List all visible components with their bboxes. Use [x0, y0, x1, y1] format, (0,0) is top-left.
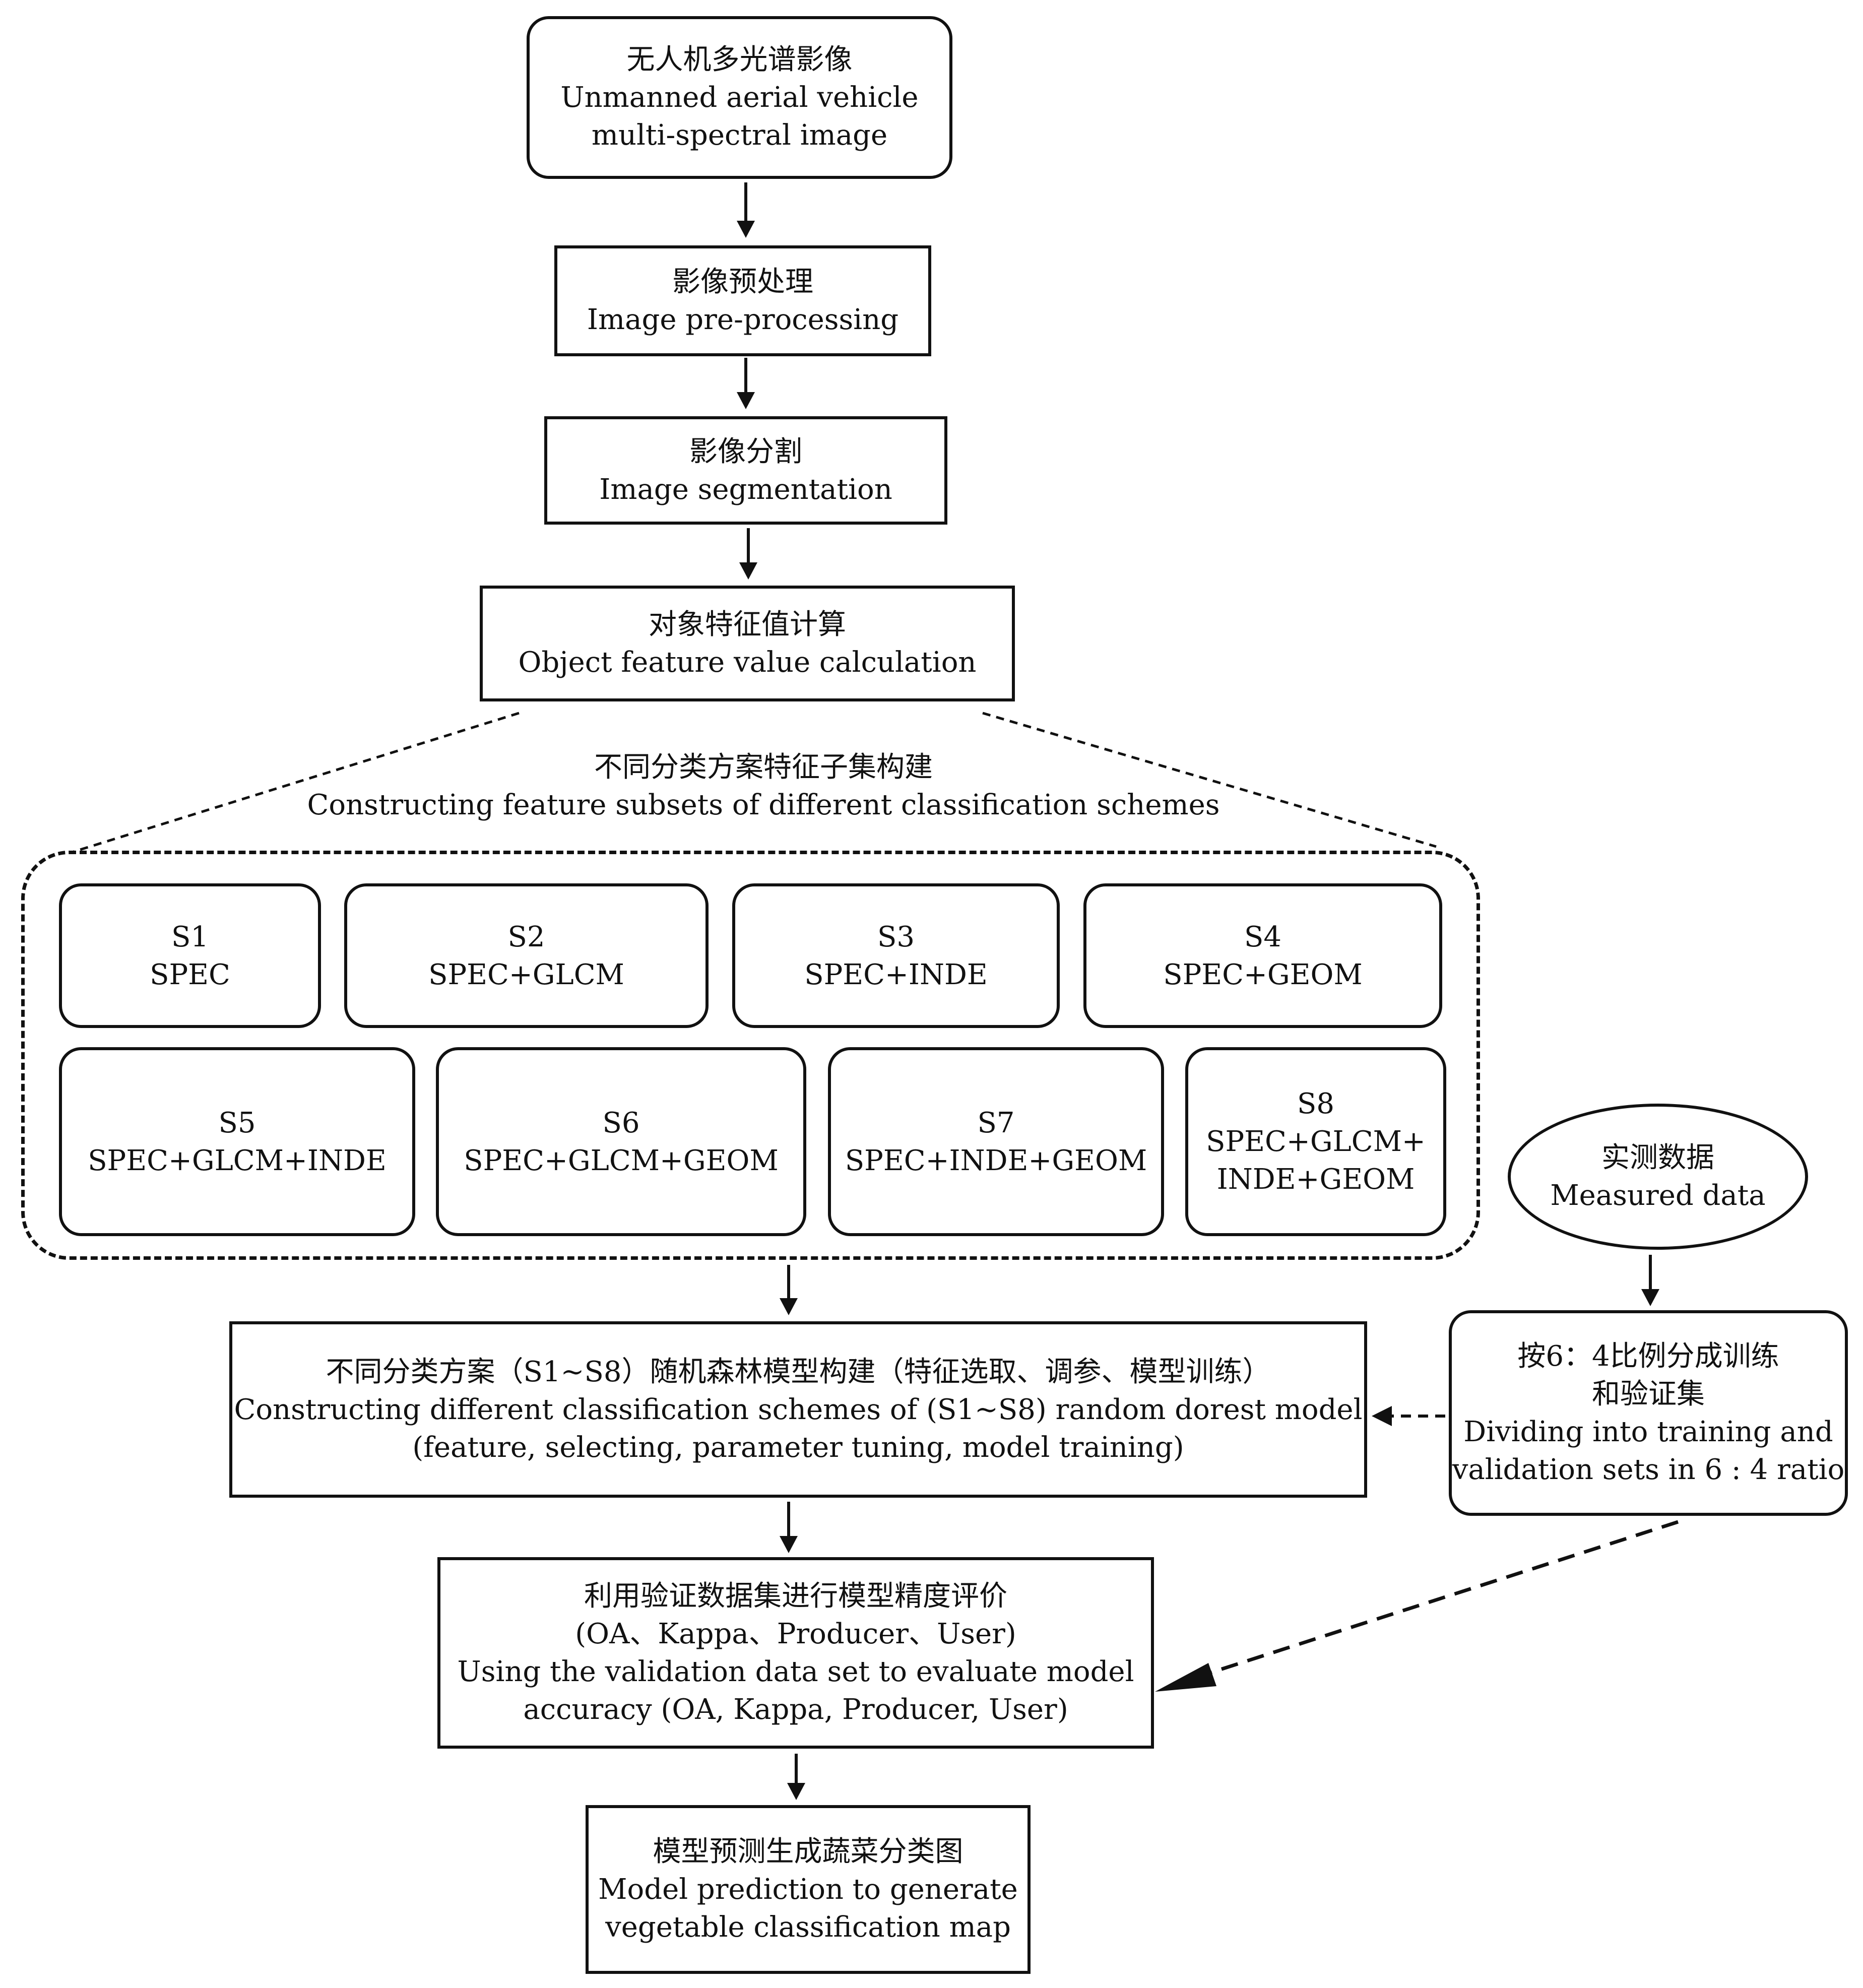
arrow-split-to-model — [1372, 1406, 1445, 1426]
arrow-schemes-to-model — [780, 1265, 798, 1315]
scheme-s7: S7 SPEC+INDE+GEOM — [828, 1047, 1164, 1236]
scheme-s7-id: S7 — [977, 1106, 1015, 1139]
scheme-s4-features: SPEC+GEOM — [1163, 958, 1363, 991]
expansion-line-left — [70, 712, 520, 854]
prediction-box: 模型预测生成蔬菜分类图 Model prediction to generate… — [586, 1805, 1031, 1974]
scheme-s1-features: SPEC — [150, 958, 230, 991]
segmentation-box: 影像分割 Image segmentation — [544, 416, 947, 525]
scheme-s1: S1 SPEC — [59, 883, 321, 1028]
arrow-measured-to-split — [1641, 1255, 1659, 1306]
scheme-s2: S2 SPEC+GLCM — [344, 883, 709, 1028]
evaluation-zh: 利用验证数据集进行模型精度评价 — [584, 1580, 1007, 1613]
scheme-s1-id: S1 — [171, 920, 209, 953]
scheme-s3-features: SPEC+INDE — [804, 958, 988, 991]
model-build-box: 不同分类方案（S1~S8）随机森林模型构建（特征选取、调参、模型训练） Cons… — [229, 1321, 1367, 1498]
scheme-s8-features-line2: INDE+GEOM — [1216, 1163, 1415, 1196]
scheme-s6-id: S6 — [602, 1106, 640, 1139]
prediction-zh: 模型预测生成蔬菜分类图 — [653, 1835, 963, 1868]
uav-image-en-line2: multi-spectral image — [591, 119, 888, 152]
arrow-uav-to-preprocessing — [737, 182, 755, 238]
split-zh-line2: 和验证集 — [1592, 1378, 1705, 1410]
scheme-s2-id: S2 — [507, 920, 545, 953]
split-en-line1: Dividing into training and — [1463, 1416, 1833, 1448]
scheme-s6-features: SPEC+GLCM+GEOM — [464, 1144, 779, 1177]
subset-heading-zh: 不同分类方案特征子集构建 — [594, 751, 933, 784]
prediction-en-line1: Model prediction to generate — [598, 1873, 1018, 1906]
scheme-s8-features-line1: SPEC+GLCM+ — [1206, 1125, 1426, 1158]
feature-calc-box: 对象特征值计算 Object feature value calculation — [480, 586, 1015, 701]
segmentation-en: Image segmentation — [599, 473, 892, 506]
feature-calc-en: Object feature value calculation — [518, 646, 977, 679]
model-build-en-line1: Constructing different classification sc… — [234, 1393, 1363, 1426]
scheme-s2-features: SPEC+GLCM — [428, 958, 624, 991]
split-box: 按6：4比例分成训练 和验证集 Dividing into training a… — [1449, 1310, 1848, 1516]
scheme-s5-features: SPEC+GLCM+INDE — [88, 1144, 387, 1177]
subset-heading: 不同分类方案特征子集构建 Constructing feature subset… — [252, 748, 1275, 824]
scheme-s4: S4 SPEC+GEOM — [1083, 883, 1442, 1028]
scheme-s8: S8 SPEC+GLCM+ INDE+GEOM — [1185, 1047, 1446, 1236]
model-build-en-line2: (feature, selecting, parameter tuning, m… — [412, 1431, 1184, 1464]
uav-image-box: 无人机多光谱影像 Unmanned aerial vehicle multi-s… — [527, 16, 952, 179]
scheme-s7-features: SPEC+INDE+GEOM — [845, 1144, 1147, 1177]
feature-calc-zh: 对象特征值计算 — [649, 608, 846, 641]
arrow-segmentation-to-featurecalc — [739, 528, 757, 580]
scheme-group — [21, 851, 1480, 1260]
preprocessing-en: Image pre-processing — [587, 303, 899, 336]
segmentation-zh: 影像分割 — [689, 435, 802, 468]
scheme-s4-id: S4 — [1244, 920, 1281, 953]
scheme-s5: S5 SPEC+GLCM+INDE — [59, 1047, 415, 1236]
scheme-s3: S3 SPEC+INDE — [732, 883, 1060, 1028]
evaluation-metrics: (OA、Kappa、Producer、User) — [575, 1618, 1016, 1650]
uav-image-en-line1: Unmanned aerial vehicle — [560, 81, 919, 114]
scheme-s8-id: S8 — [1297, 1087, 1334, 1120]
subset-heading-en: Constructing feature subsets of differen… — [307, 789, 1220, 821]
prediction-en-line2: vegetable classification map — [605, 1911, 1011, 1944]
arrow-model-to-evaluation — [780, 1502, 798, 1553]
model-build-zh: 不同分类方案（S1~S8）随机森林模型构建（特征选取、调参、模型训练） — [326, 1355, 1271, 1388]
uav-image-zh: 无人机多光谱影像 — [626, 43, 853, 76]
measured-data-en: Measured data — [1550, 1179, 1766, 1212]
evaluation-en-line2: accuracy (OA, Kappa, Producer, User) — [523, 1693, 1068, 1726]
preprocessing-box: 影像预处理 Image pre-processing — [554, 245, 931, 356]
scheme-s3-id: S3 — [877, 920, 915, 953]
evaluation-en-line1: Using the validation data set to evaluat… — [457, 1655, 1134, 1688]
split-en-line2: validation sets in 6 : 4 ratio — [1452, 1453, 1845, 1486]
measured-data-zh: 实测数据 — [1601, 1141, 1714, 1174]
preprocessing-zh: 影像预处理 — [672, 266, 813, 298]
arrow-preprocessing-to-segmentation — [737, 358, 755, 409]
scheme-s5-id: S5 — [218, 1106, 256, 1139]
scheme-s6: S6 SPEC+GLCM+GEOM — [436, 1047, 806, 1236]
evaluation-box: 利用验证数据集进行模型精度评价 (OA、Kappa、Producer、User)… — [437, 1557, 1154, 1749]
arrow-evaluation-to-prediction — [787, 1754, 805, 1800]
measured-data-ellipse: 实测数据 Measured data — [1508, 1104, 1808, 1250]
split-zh-line1: 按6：4比例分成训练 — [1517, 1340, 1779, 1373]
arrow-split-to-evaluation — [1155, 1520, 1679, 1692]
